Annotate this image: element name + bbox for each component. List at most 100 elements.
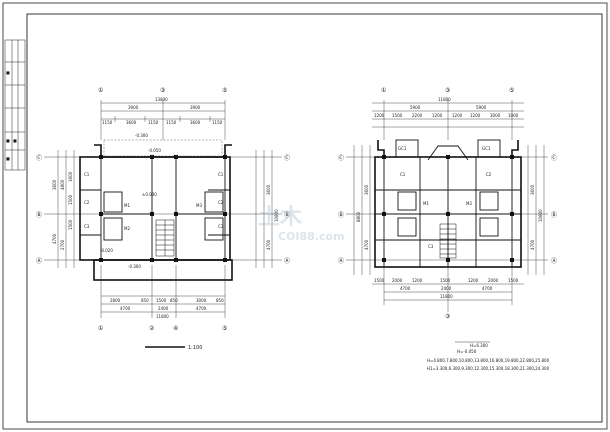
axis-bubble: ④ [173, 325, 178, 332]
note-line: H=4.800,7.800,10.800,13.800,16.800,19.80… [427, 358, 550, 363]
plan-a-columns [99, 155, 227, 262]
dimension-left: 1500 [68, 194, 73, 205]
axis-bubble: Ⓒ [36, 154, 42, 162]
room-label: M1 [423, 201, 429, 206]
dimension-left: 8800 [356, 211, 361, 222]
plan-b-top-dimensions [372, 100, 524, 140]
room-label: C1 [84, 172, 90, 177]
dimension-detail: 1500 [156, 298, 167, 303]
dimension-left: 4700 [52, 233, 57, 244]
dimension-detail: 1500 [440, 278, 451, 283]
level-label: -0.020 [100, 248, 113, 253]
dimension-left: 2700 [60, 239, 65, 250]
plan-a-canopy [103, 139, 223, 157]
dimension-detail: 1200 [374, 113, 385, 118]
title-mark: ■ [6, 138, 10, 143]
note-line: H=-0.050 [457, 349, 477, 354]
watermark: 土木 COI88.com [258, 205, 345, 243]
axis-bubble: ② [149, 325, 155, 332]
dimension-detail: 1500 [374, 278, 385, 283]
dimension-detail: 2200 [412, 113, 423, 118]
axis-bubble: ③ [160, 87, 165, 94]
dimension-detail: 1200 [470, 113, 481, 118]
room-label: C2 [218, 200, 224, 205]
room-label: C3 [428, 244, 434, 249]
dimension-bay: 5900 [476, 105, 487, 110]
dimension-left: 3600 [364, 184, 369, 195]
dimension-bay: 2400 [158, 306, 169, 311]
dimension-right: 10800 [274, 209, 279, 222]
dimension-bay: 5900 [410, 105, 421, 110]
room-label: M3 [196, 203, 202, 208]
dimension-bay: 2400 [441, 286, 452, 291]
note-line: H1=3.300,6.300,9.300,12.300,15.300,18.30… [427, 366, 550, 371]
dimension-bay: 4700 [196, 306, 207, 311]
title-mark: ■ [6, 156, 10, 161]
dimension-overall: 11800 [440, 294, 453, 299]
axis-bubble: ① [98, 325, 103, 332]
level-label: -0.300 [128, 264, 141, 269]
dimension-detail: 1150 [102, 120, 113, 125]
axis-bubble: Ⓑ [36, 211, 42, 219]
dimension-left: 3600 [52, 179, 57, 190]
dimension-detail: 3000 [196, 298, 207, 303]
plan-a: ① ③ ⑤ 13800 3900 3900 1150 3600 1150 115… [36, 87, 290, 351]
room-label: C1 [400, 172, 406, 177]
dimension-detail: 1200 [412, 278, 423, 283]
axis-bubble: ① [98, 87, 103, 94]
dimension-detail: 1200 [452, 113, 463, 118]
axis-bubble: Ⓒ [551, 154, 557, 162]
room-label: GC1 [398, 146, 407, 151]
plan-b-bottom-dimensions [372, 283, 524, 301]
plan-a-top-dimensions [100, 100, 226, 140]
note-line: H=6.300 [470, 343, 488, 348]
title-mark: ■ [6, 70, 10, 75]
dimension-left: 4700 [364, 239, 369, 250]
axis-bubble: Ⓐ [36, 257, 42, 265]
inner-border [26, 13, 603, 423]
dimension-detail: 2000 [488, 278, 499, 283]
dimension-bay: 3900 [190, 105, 201, 110]
dimension-bay: 4700 [120, 306, 131, 311]
watermark-sub: COI88.com [278, 230, 345, 243]
dimension-detail: 1500 [508, 278, 519, 283]
axis-bubble: Ⓑ [338, 211, 344, 219]
axis-bubble: ① [381, 87, 386, 94]
plan-a-bottom-dimensions [101, 295, 225, 313]
dimension-detail: 1500 [392, 113, 403, 118]
room-label: C2 [84, 200, 90, 205]
dimension-overall: 11800 [156, 314, 169, 319]
dimension-left: 1500 [68, 219, 73, 230]
title-mark: ■ [13, 138, 17, 143]
axis-bubble: Ⓒ [284, 154, 290, 162]
dimension-detail: 850 [141, 298, 149, 303]
plan-b-columns [382, 155, 514, 262]
room-label: GC1 [482, 146, 491, 151]
plan-a-stair [155, 219, 175, 257]
axis-bubble: ③ [445, 87, 450, 94]
axis-bubble: Ⓐ [551, 257, 557, 265]
level-label: ±0.000 [142, 192, 157, 197]
dimension-bay: 4700 [400, 286, 411, 291]
dimension-bay: 4700 [482, 286, 493, 291]
dimension-detail: 3000 [490, 113, 501, 118]
dimension-detail: 850 [170, 298, 178, 303]
level-label: -0.050 [148, 148, 161, 153]
dimension-overall: 13800 [155, 97, 168, 102]
plan-a-walls [79, 144, 233, 281]
plan-b-stair [439, 223, 457, 259]
dimension-detail: 1200 [432, 113, 443, 118]
title-block-marks: ■ ■ ■ ■ [6, 70, 17, 161]
dimension-detail: 1000 [508, 113, 519, 118]
axis-bubble: Ⓒ [338, 154, 344, 162]
axis-bubble: Ⓑ [551, 211, 557, 219]
axis-bubble: ⑤ [222, 87, 227, 94]
dimension-detail: 2800 [110, 298, 121, 303]
title-block [4, 39, 26, 171]
dimension-overall: 11800 [438, 97, 451, 102]
plan-a-top-axes: ① ③ ⑤ [98, 87, 227, 94]
dimension-right: 10800 [538, 209, 543, 222]
axis-bubble: Ⓐ [338, 257, 344, 265]
